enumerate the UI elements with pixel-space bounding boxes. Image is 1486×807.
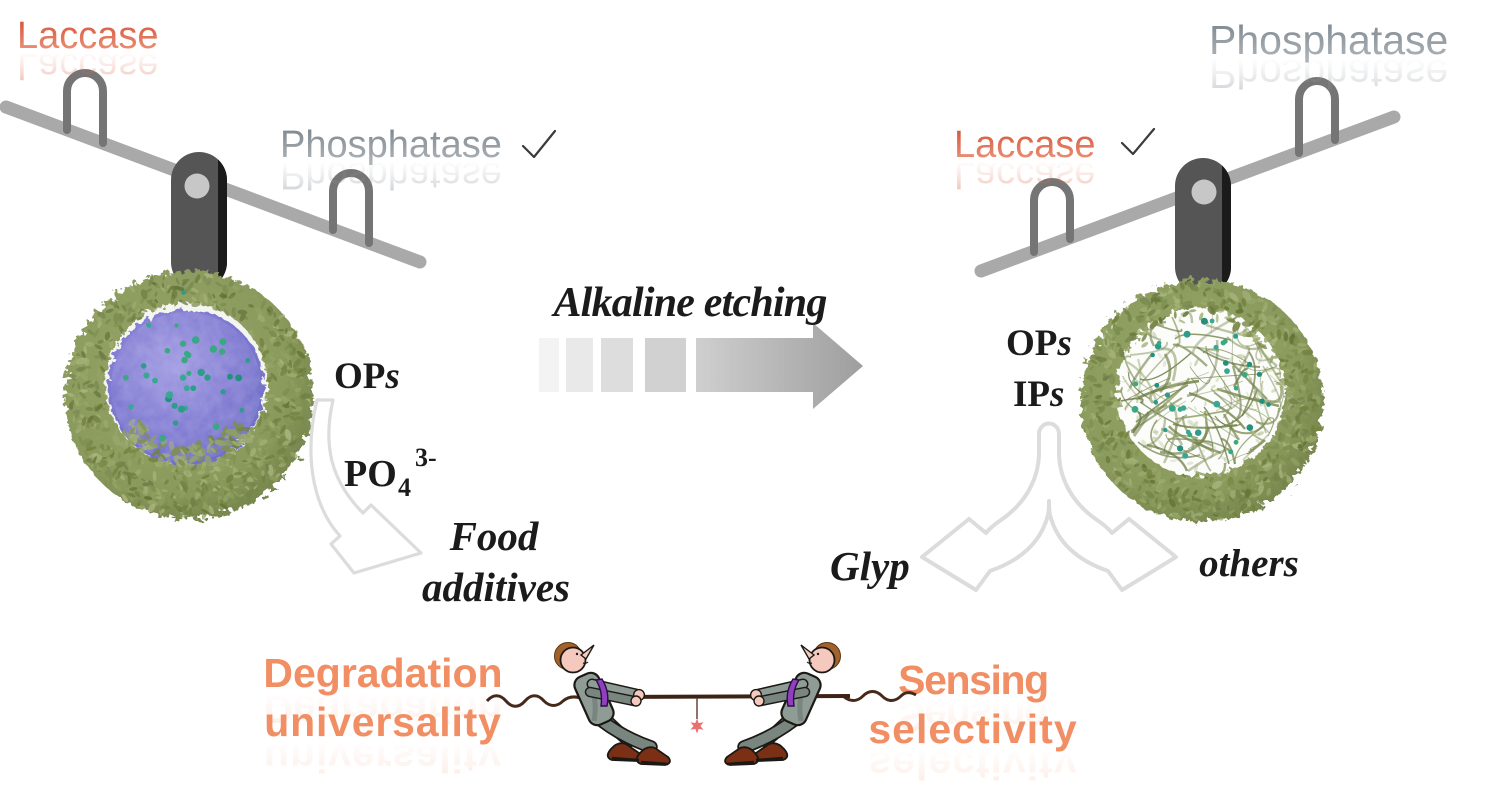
svg-text:Phosphatase: Phosphatase — [280, 154, 502, 196]
svg-text:Laccase: Laccase — [954, 124, 1096, 166]
svg-text:Phosphatase: Phosphatase — [1209, 17, 1448, 63]
svg-text:Alkaline etching: Alkaline etching — [550, 280, 826, 326]
svg-text:selectivity: selectivity — [868, 706, 1077, 752]
svg-text:OPs: OPs — [334, 356, 400, 397]
svg-text:universality: universality — [264, 735, 501, 781]
svg-text:Glyp: Glyp — [830, 543, 910, 589]
svg-text:universality: universality — [264, 699, 501, 745]
svg-text:3-: 3- — [415, 443, 437, 472]
svg-text:additives: additives — [422, 564, 570, 610]
svg-text:Degradation: Degradation — [263, 650, 502, 696]
svg-text:OPs: OPs — [1006, 323, 1072, 364]
svg-text:Sensing: Sensing — [898, 657, 1048, 703]
svg-text:Sensing: Sensing — [898, 693, 1048, 739]
svg-text:4: 4 — [398, 473, 411, 502]
svg-text:Phosphatase: Phosphatase — [1209, 51, 1448, 97]
svg-text:IPs: IPs — [1013, 374, 1064, 415]
svg-text:Food: Food — [449, 513, 539, 559]
svg-text:others: others — [1199, 542, 1299, 585]
svg-text:Phosphatase: Phosphatase — [280, 124, 502, 166]
svg-text:Degradation: Degradation — [263, 686, 502, 732]
svg-text:selectivity: selectivity — [868, 742, 1077, 788]
svg-text:Laccase: Laccase — [17, 15, 159, 57]
svg-text:Laccase: Laccase — [17, 45, 159, 87]
svg-text:Laccase: Laccase — [954, 154, 1096, 196]
svg-text:PO: PO — [344, 453, 397, 495]
